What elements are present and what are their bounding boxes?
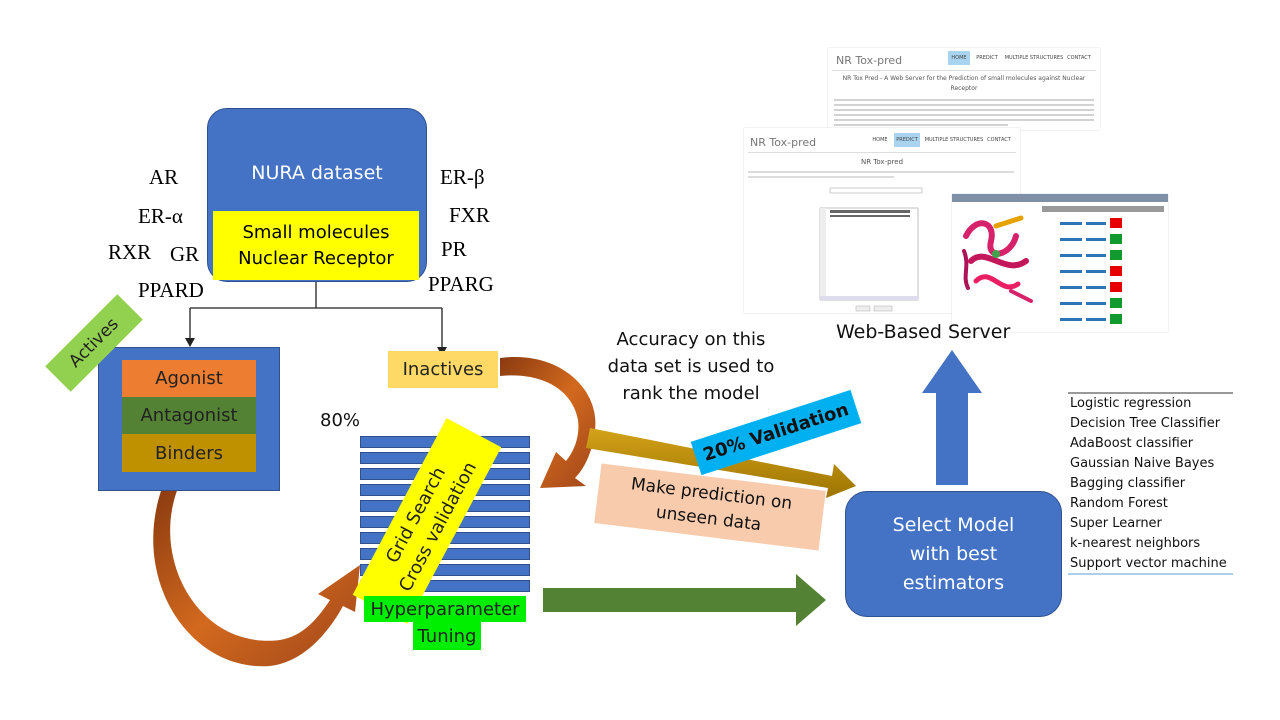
model-list: Logistic regression Decision Tree Classi… xyxy=(1070,394,1240,574)
predict-heading: NR Tox-pred xyxy=(860,158,904,166)
green-arrow xyxy=(543,574,826,626)
results-table xyxy=(1042,206,1164,324)
inactives-box: Inactives xyxy=(388,351,498,388)
home-heading-line1: NR Tox Pred - A Web Server for the Predi… xyxy=(842,75,1086,82)
model-item: Decision Tree Classifier xyxy=(1070,416,1221,431)
hyperparameter-label: Hyperparameter xyxy=(370,598,520,620)
predict-body xyxy=(748,171,1014,312)
curved-arrow-actives xyxy=(153,488,360,667)
home-divider xyxy=(832,70,1096,71)
select-model-box: Select Model with best estimators xyxy=(845,491,1062,617)
hyperparameter-box: Hyperparameter xyxy=(364,596,526,622)
agonist-label: Agonist xyxy=(155,368,223,389)
nuclear-receptor-label: Nuclear Receptor xyxy=(238,247,394,269)
small-molecules-label: Small molecules xyxy=(242,221,390,243)
small-molecules-box: Small molecules Nuclear Receptor xyxy=(213,211,419,280)
receptor-gr: GR xyxy=(170,242,200,266)
home-nav-predict: PREDICT xyxy=(976,55,998,61)
tuning-box: Tuning xyxy=(413,622,481,650)
model-item: Support vector machine xyxy=(1070,556,1227,571)
predict-divider xyxy=(748,152,1016,153)
protein-structure-icon xyxy=(962,215,1033,303)
home-nav-multiple: MULTIPLE STRUCTURES xyxy=(1004,55,1064,61)
receptor-er-alpha: ER-α xyxy=(138,204,183,228)
predict-nav-multiple: MULTIPLE STRUCTURES xyxy=(924,137,984,143)
receptor-ar: AR xyxy=(149,165,179,189)
blue-up-arrow xyxy=(922,350,982,485)
predict-nav-home: HOME xyxy=(872,137,888,143)
home-body-text xyxy=(834,99,1094,126)
select-model-line2: with best xyxy=(909,542,998,565)
home-brand: NR Tox-pred xyxy=(836,54,903,67)
model-item: k-nearest neighbors xyxy=(1070,536,1201,551)
model-item: Super Learner xyxy=(1070,516,1162,531)
home-heading-line2: Receptor xyxy=(950,85,978,92)
agonist-box: Agonist xyxy=(122,360,256,397)
tuning-label: Tuning xyxy=(417,625,477,647)
antagonist-label: Antagonist xyxy=(140,405,238,426)
receptor-ppard: PPARD xyxy=(138,278,204,302)
arrowhead-actives xyxy=(185,338,195,347)
receptor-pparg: PPARG xyxy=(428,272,494,296)
model-item: Gaussian Naive Bayes xyxy=(1070,456,1215,471)
antagonist-box: Antagonist xyxy=(122,397,256,434)
model-item: Random Forest xyxy=(1070,496,1168,511)
receptor-pr: PR xyxy=(441,237,467,261)
select-model-line1: Select Model xyxy=(892,513,1015,536)
accuracy-note-line1: Accuracy on this xyxy=(616,329,766,350)
receptor-fxr: FXR xyxy=(449,203,490,227)
accuracy-note: Accuracy on this data set is used to ran… xyxy=(598,326,784,407)
home-nav-home: HOME xyxy=(948,51,970,65)
accuracy-note-line2: data set is used to xyxy=(607,356,775,377)
inactives-label: Inactives xyxy=(402,359,484,380)
results-panel-screenshot xyxy=(952,194,1168,332)
binders-label: Binders xyxy=(154,442,224,464)
accuracy-note-line3: rank the model xyxy=(622,383,760,404)
nura-dataset-title: NURA dataset xyxy=(251,162,383,184)
receptor-er-beta: ER-β xyxy=(440,165,485,189)
predict-nav-predict: PREDICT xyxy=(894,133,920,147)
curved-arrow-inactives xyxy=(500,356,596,488)
model-item: Bagging classifier xyxy=(1070,476,1186,491)
model-item: Logistic regression xyxy=(1070,396,1192,411)
model-item: AdaBoost classifier xyxy=(1070,436,1194,451)
predict-nav-contact: CONTACT xyxy=(987,137,1011,143)
receptor-rxr: RXR xyxy=(108,240,152,264)
select-model-line3: estimators xyxy=(902,571,1005,594)
binders-box: Binders xyxy=(122,434,256,472)
predict-brand: NR Tox-pred xyxy=(750,136,817,149)
home-nav-contact: CONTACT xyxy=(1067,55,1091,61)
split-line xyxy=(189,280,443,350)
results-header-bar xyxy=(952,194,1168,202)
web-server-label: Web-Based Server xyxy=(836,321,1011,343)
home-page-screenshot: NR Tox-pred HOME PREDICT MULTIPLE STRUCT… xyxy=(828,48,1100,130)
training-percent: 80% xyxy=(320,410,361,431)
